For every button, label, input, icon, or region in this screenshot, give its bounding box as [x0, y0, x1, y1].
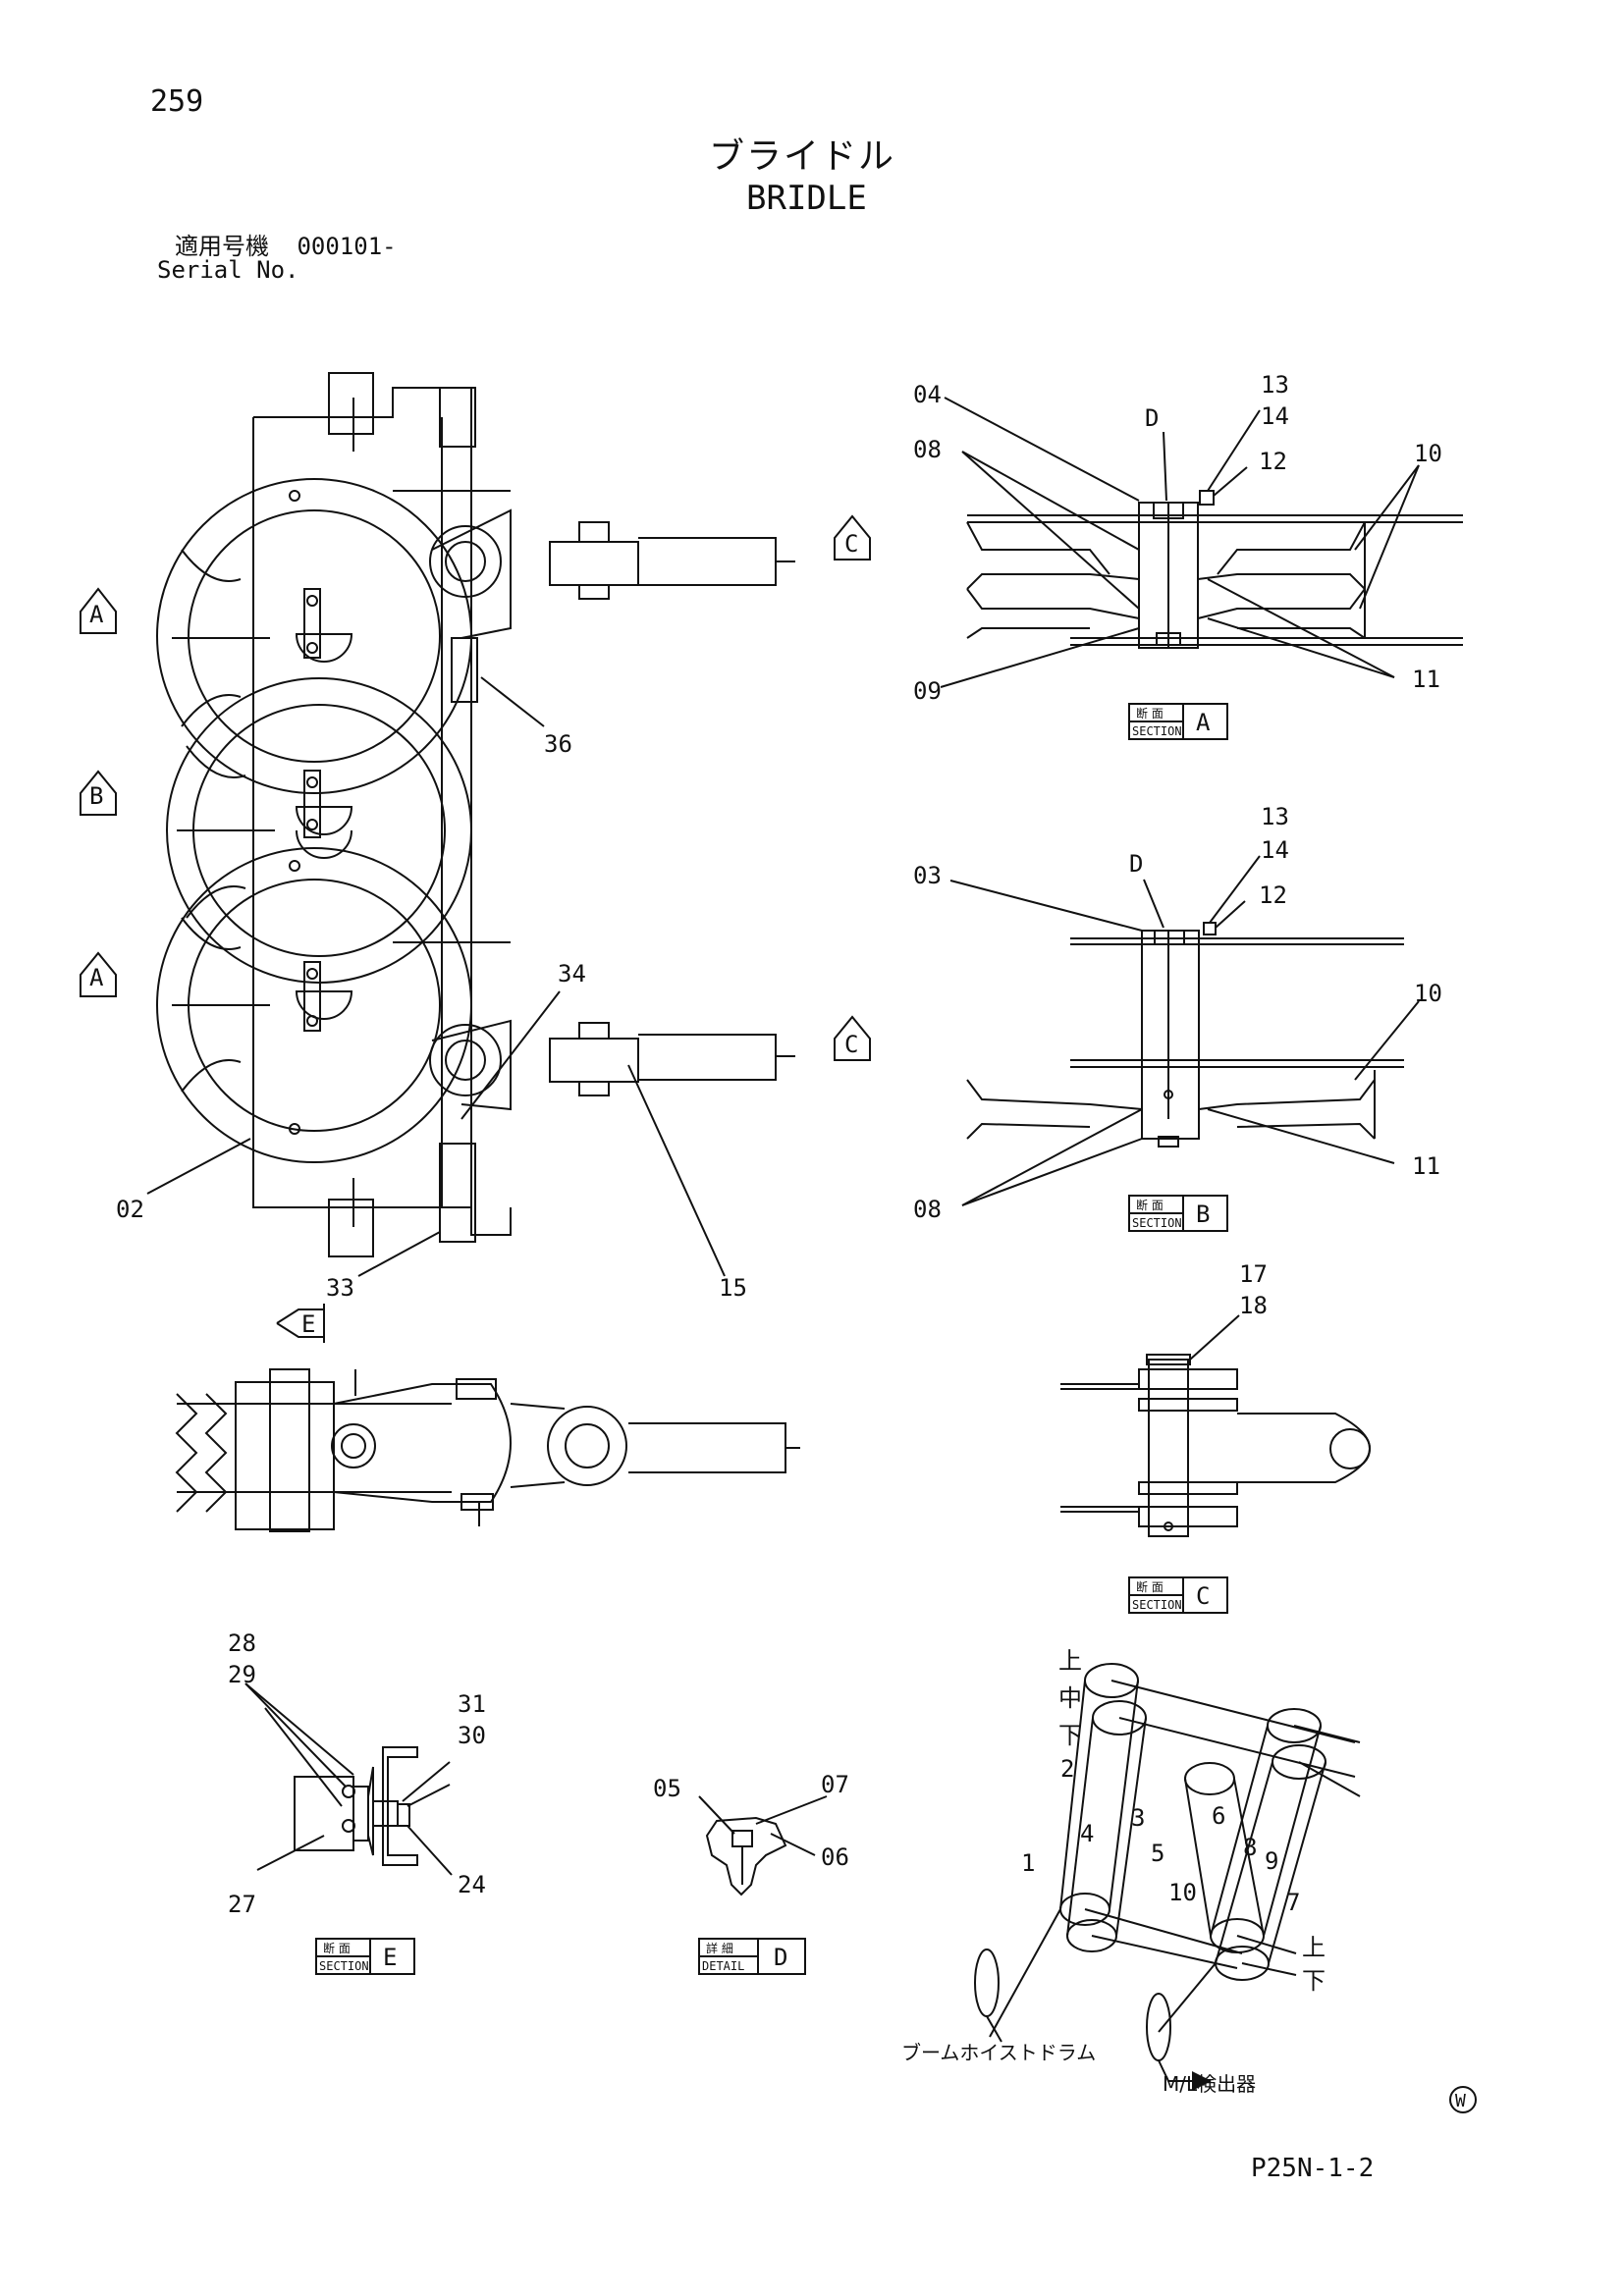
- se-label-27: 27: [228, 1891, 256, 1918]
- reeving-mid-label: 中: [1058, 1684, 1082, 1712]
- reeving-num-10: 10: [1168, 1879, 1197, 1906]
- mark-b-letter: B: [89, 782, 103, 810]
- sa-label-04: 04: [913, 381, 942, 408]
- reeving-num-7: 7: [1286, 1889, 1300, 1916]
- sa-label-11: 11: [1412, 666, 1440, 693]
- serial-value: 000101-: [297, 233, 397, 260]
- reeving-bottom-label: 下: [1058, 1722, 1082, 1749]
- se-label-29: 29: [228, 1661, 256, 1688]
- se-label-24: 24: [458, 1871, 486, 1898]
- reeving-num-2: 2: [1060, 1755, 1074, 1783]
- reeving-top-label: 上: [1058, 1647, 1082, 1675]
- footer-code: P25N-1-2: [1251, 2154, 1375, 2183]
- detail-d-drawing: [698, 1795, 828, 1896]
- label-33: 33: [326, 1274, 354, 1302]
- sa-label-13: 13: [1261, 371, 1289, 399]
- sa-label-d: D: [1145, 404, 1159, 432]
- sb-label-14: 14: [1261, 836, 1289, 864]
- se-label-31: 31: [458, 1690, 486, 1718]
- se-caption-jp: 断 面: [323, 1941, 351, 1955]
- page-number: 259: [150, 84, 204, 119]
- sa-label-10: 10: [1414, 440, 1442, 467]
- mark-c1-letter: C: [844, 530, 858, 558]
- serial-label-jp: 適用号機 000101-: [175, 234, 397, 259]
- se-caption-en: SECTION: [319, 1959, 369, 1973]
- caption-boxes: [315, 703, 1228, 1975]
- sc-caption-letter: C: [1196, 1582, 1210, 1610]
- reeving-num-3: 3: [1131, 1804, 1145, 1832]
- sb-label-d: D: [1129, 850, 1143, 878]
- mark-c2-letter: C: [844, 1031, 858, 1058]
- side-view: [175, 1368, 800, 1532]
- reeving-num-4: 4: [1080, 1820, 1094, 1847]
- reeving-num-9: 9: [1265, 1847, 1278, 1875]
- sb-caption-en: SECTION: [1132, 1216, 1182, 1230]
- dd-caption-letter: D: [774, 1944, 787, 1971]
- sa-caption-jp: 断 面: [1136, 706, 1164, 721]
- section-a-drawing: [940, 397, 1463, 688]
- reeving-diagram: [974, 1663, 1477, 2113]
- sb-label-12: 12: [1259, 881, 1287, 909]
- dd-label-07: 07: [821, 1771, 849, 1798]
- label-36: 36: [544, 730, 572, 758]
- sb-label-13: 13: [1261, 803, 1289, 830]
- reeving-num-8: 8: [1243, 1834, 1257, 1861]
- sheave-spokes: [172, 549, 275, 1093]
- label-34: 34: [558, 960, 586, 988]
- sb-label-08: 08: [913, 1196, 942, 1223]
- sc-caption-en: SECTION: [1132, 1598, 1182, 1612]
- se-label-30: 30: [458, 1722, 486, 1749]
- sc-label-17: 17: [1239, 1260, 1268, 1288]
- mark-e-letter: E: [301, 1310, 315, 1338]
- sa-label-12: 12: [1259, 448, 1287, 475]
- dd-caption-en: DETAIL: [702, 1959, 744, 1973]
- dd-label-06: 06: [821, 1843, 849, 1871]
- section-c-drawing: [1060, 1314, 1371, 1537]
- mark-a1-letter: A: [89, 601, 104, 628]
- sa-caption-letter: A: [1196, 709, 1211, 736]
- sa-label-09: 09: [913, 677, 942, 705]
- sb-label-11: 11: [1412, 1152, 1440, 1180]
- reeving-lower-bottom: 下: [1302, 1967, 1326, 1995]
- detector-label: M/L検出器: [1163, 2072, 1256, 2096]
- sc-caption-jp: 断 面: [1136, 1579, 1164, 1594]
- sb-label-03: 03: [913, 862, 942, 889]
- main-view: [146, 372, 795, 1277]
- label-15: 15: [719, 1274, 747, 1302]
- section-mark-arrows: [80, 514, 871, 1343]
- section-e-drawing: [244, 1682, 453, 1876]
- sb-caption-jp: 断 面: [1136, 1198, 1164, 1212]
- mark-a2-letter: A: [89, 964, 104, 991]
- reeving-num-6: 6: [1212, 1802, 1225, 1830]
- dd-caption-jp: 詳 細: [706, 1941, 733, 1955]
- sa-label-14: 14: [1261, 402, 1289, 430]
- sa-caption-en: SECTION: [1132, 724, 1182, 738]
- title-english: BRIDLE: [746, 179, 867, 218]
- sb-label-10: 10: [1414, 980, 1442, 1007]
- section-b-drawing: [949, 855, 1420, 1206]
- drum-label: ブームホイストドラム: [901, 2041, 1096, 2064]
- sa-label-08: 08: [913, 436, 942, 463]
- mark-w-letter: W: [1455, 2091, 1466, 2111]
- reeving-num-5: 5: [1151, 1840, 1164, 1867]
- serial-label-en: Serial No.: [157, 256, 299, 284]
- reeving-lower-top: 上: [1302, 1934, 1326, 1961]
- sb-caption-letter: B: [1196, 1201, 1210, 1228]
- se-caption-letter: E: [383, 1944, 397, 1971]
- serial-jp-text: 適用号機: [175, 233, 269, 260]
- dd-label-05: 05: [653, 1775, 681, 1802]
- label-02: 02: [116, 1196, 144, 1223]
- se-label-28: 28: [228, 1629, 256, 1657]
- reeving-num-1: 1: [1021, 1849, 1035, 1877]
- sc-label-18: 18: [1239, 1292, 1268, 1319]
- title-japanese: ブライドル: [709, 136, 896, 177]
